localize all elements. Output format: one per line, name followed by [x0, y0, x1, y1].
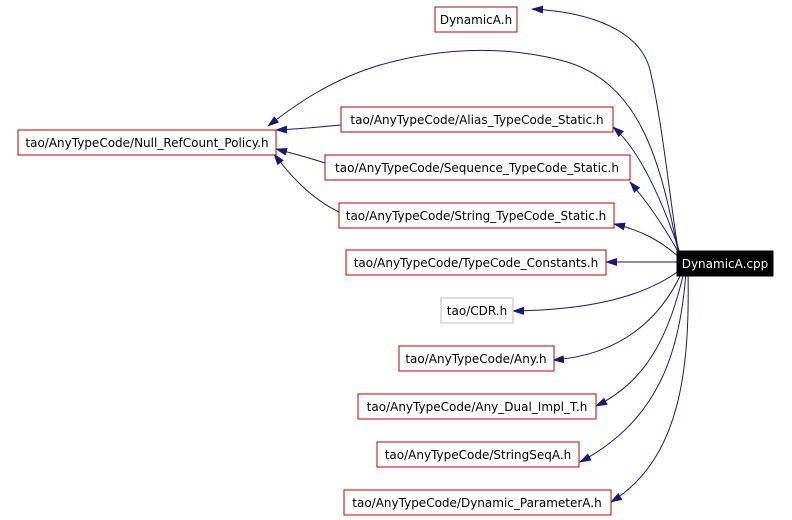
edges	[267, 5, 689, 503]
node-null-refcount-policy[interactable]: tao/AnyTypeCode/Null_RefCount_Policy.h	[17, 129, 277, 156]
edge-alias-to-null-refcount	[275, 124, 342, 134]
node-label-any: tao/AnyTypeCode/Any.h	[405, 352, 546, 366]
node-any-dual-impl[interactable]: tao/AnyTypeCode/Any_Dual_Impl_T.h	[357, 393, 597, 420]
node-label-cdr: tao/CDR.h	[447, 304, 507, 318]
node-label-string-typecode-static: tao/AnyTypeCode/String_TypeCode_Static.h	[346, 209, 607, 223]
edge-root-to-null-refcount	[267, 49, 679, 252]
edge-root-to-string-tc	[613, 222, 681, 259]
edge-root-to-stringseq	[579, 271, 687, 463]
node-label-sequence-typecode-static: tao/AnyTypeCode/Sequence_TypeCode_Static…	[335, 161, 619, 175]
node-label-any-dual-impl: tao/AnyTypeCode/Any_Dual_Impl_T.h	[367, 400, 588, 414]
node-any[interactable]: tao/AnyTypeCode/Any.h	[398, 345, 555, 372]
edge-root-to-sequence-tc	[629, 181, 681, 256]
node-label-dynamica-h: DynamicA.h	[440, 13, 512, 27]
node-label-stringseqa: tao/AnyTypeCode/StringSeqA.h	[385, 448, 572, 462]
edge-string-to-null-refcount	[273, 153, 340, 213]
edge-root-to-dynamica-h	[531, 5, 679, 250]
node-label-alias-typecode-static: tao/AnyTypeCode/Alias_TypeCode_Static.h	[350, 113, 603, 127]
edge-sequence-to-null-refcount	[275, 147, 326, 164]
edge-root-to-alias-tc	[612, 126, 681, 254]
node-sequence-typecode-static[interactable]: tao/AnyTypeCode/Sequence_TypeCode_Static…	[324, 154, 631, 181]
node-string-typecode-static[interactable]: tao/AnyTypeCode/String_TypeCode_Static.h	[338, 202, 615, 229]
node-typecode-constants[interactable]: tao/AnyTypeCode/TypeCode_Constants.h	[345, 249, 607, 276]
node-stringseqa[interactable]: tao/AnyTypeCode/StringSeqA.h	[376, 441, 580, 468]
edge-root-to-cdr	[512, 269, 681, 315]
node-root-dynamica-cpp: DynamicA.cpp	[676, 250, 774, 277]
edge-root-to-any	[552, 271, 683, 364]
node-cdr[interactable]: tao/CDR.h	[440, 297, 514, 324]
node-label-typecode-constants: tao/AnyTypeCode/TypeCode_Constants.h	[354, 256, 599, 270]
edge-root-to-dyn-param	[610, 271, 689, 503]
node-dynamica-h[interactable]: DynamicA.h	[434, 6, 518, 33]
node-label-root: DynamicA.cpp	[682, 257, 769, 271]
edge-root-to-any-dual	[595, 271, 685, 407]
node-dynamic-parametera[interactable]: tao/AnyTypeCode/Dynamic_ParameterA.h	[343, 489, 612, 516]
node-label-null-refcount-policy: tao/AnyTypeCode/Null_RefCount_Policy.h	[25, 136, 268, 150]
node-label-dynamic-parametera: tao/AnyTypeCode/Dynamic_ParameterA.h	[352, 496, 601, 510]
node-alias-typecode-static[interactable]: tao/AnyTypeCode/Alias_TypeCode_Static.h	[340, 106, 614, 133]
